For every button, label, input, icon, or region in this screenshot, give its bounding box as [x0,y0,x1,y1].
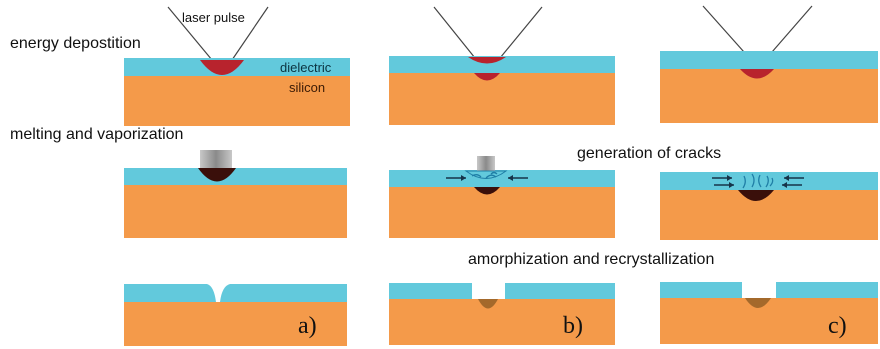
amorphization-recrystallization-label: amorphization and recrystallization [468,251,714,268]
silicon-label: silicon [289,80,325,95]
panel-c-row3 [660,282,878,344]
laser-pulse-label: laser pulse [182,10,245,25]
panel-label-b: b) [563,313,583,339]
row-energy-deposition [124,5,878,126]
row-melting [124,150,878,240]
melting-vaporization-label: melting and vaporization [10,126,183,143]
panel-a-row3 [124,284,347,346]
panel-label-c: c) [828,313,847,339]
dielectric-label: dielectric [280,60,332,75]
panel-c-row2 [660,172,878,240]
row-amorphization [124,282,878,346]
panel-c-row1 [660,5,878,123]
panel-a-row2 [124,150,347,238]
panel-b-row2 [389,156,615,238]
energy-deposition-label: energy depostition [10,35,141,52]
panel-label-a: a) [298,313,317,339]
generation-cracks-label: generation of cracks [577,145,721,162]
panel-a-row1 [124,6,350,126]
panel-b-row3 [389,283,615,345]
panel-b-row1 [389,6,615,125]
